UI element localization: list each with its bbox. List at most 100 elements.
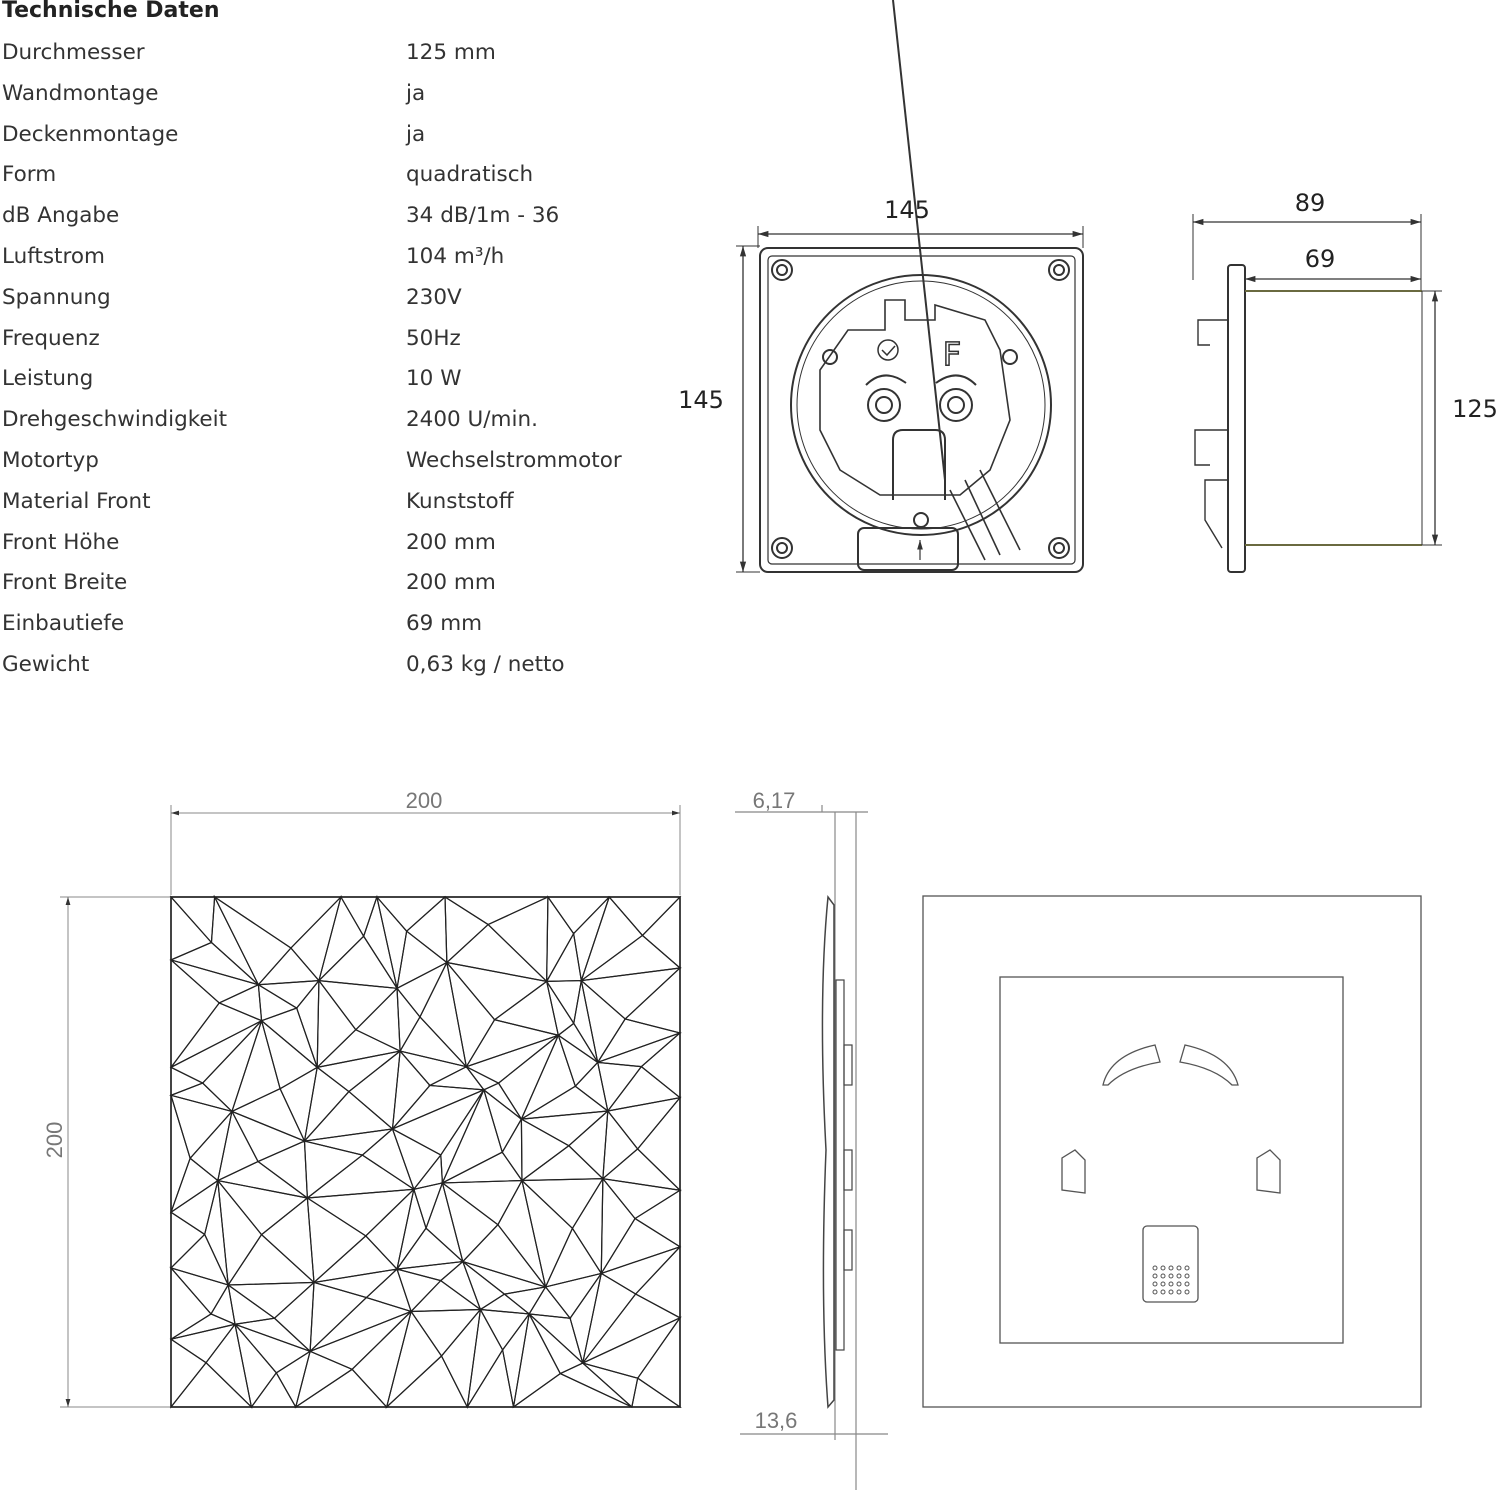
crystal-facet	[580, 1316, 682, 1379]
crystal-facet	[528, 1285, 572, 1319]
vent-hole	[1152, 1265, 1158, 1271]
vent-hole	[1184, 1281, 1190, 1287]
crystal-facet	[216, 1109, 259, 1182]
crystal-facet	[545, 931, 583, 983]
spec-value: 200 mm	[406, 570, 496, 596]
crystal-facet	[440, 1307, 482, 1409]
motor-housing	[790, 274, 1052, 536]
crystal-facet	[557, 1022, 599, 1063]
crystal-facet	[392, 1084, 485, 1130]
crystal-facet	[545, 979, 583, 1025]
vent-hole	[1160, 1273, 1166, 1279]
total-depth-label: 89	[1295, 189, 1326, 217]
crystal-facet	[512, 1312, 562, 1409]
crystal-facet	[250, 1371, 297, 1408]
crystal-facet	[466, 1307, 504, 1408]
panel-width-label: 200	[406, 788, 443, 813]
crystal-facet	[256, 979, 321, 1009]
crystal-facet	[580, 978, 626, 1064]
crystal-facet	[316, 978, 357, 1069]
crystal-facet	[441, 1088, 503, 1185]
crystal-facet	[361, 1127, 415, 1191]
spec-label: Form	[2, 162, 57, 188]
crystal-facet	[391, 1127, 442, 1191]
install-depth-label: 69	[1305, 245, 1336, 273]
crystal-facet	[571, 1176, 604, 1276]
crystal-facet	[501, 1116, 523, 1183]
spec-value: 104 m³/h	[406, 244, 505, 269]
panel-height-label: 200	[42, 1122, 67, 1159]
crystal-facet	[306, 1196, 367, 1284]
crystal-facet	[170, 1066, 205, 1097]
spec-label: dB Angabe	[2, 203, 120, 229]
crystal-facet	[607, 896, 682, 937]
crystal-facet	[573, 980, 599, 1063]
crystal-facet	[230, 1018, 281, 1113]
crystal-facet	[409, 1279, 483, 1313]
crystal-facet	[339, 896, 378, 938]
panel-thickness-bottom-label: 13,6	[755, 1408, 798, 1433]
vent-hole	[1160, 1265, 1166, 1271]
crystal-facet	[631, 1377, 682, 1408]
crystal-facet	[260, 1019, 319, 1090]
crystal-pattern-panel	[169, 894, 683, 1409]
crystal-facet	[305, 1154, 416, 1199]
spec-value: ja	[406, 80, 426, 106]
crystal-facet	[376, 896, 408, 989]
crystal-facet	[385, 1310, 443, 1409]
crystal-facet	[227, 1233, 316, 1286]
crystal-facet	[567, 1109, 609, 1180]
crystal-facet	[256, 947, 321, 986]
spec-value: 69 mm	[406, 611, 483, 637]
crystal-facet	[315, 1050, 401, 1093]
crystal-facet	[600, 1177, 636, 1276]
crystal-facet	[558, 1362, 633, 1408]
crystal-facet	[391, 1049, 431, 1131]
crystal-facet	[599, 1217, 682, 1275]
spec-value: 230V	[406, 284, 462, 310]
side-flange	[1227, 264, 1246, 573]
clock-icon	[877, 339, 899, 361]
crystal-facet	[313, 1268, 399, 1299]
crystal-facet	[636, 1096, 681, 1192]
fan-plate	[759, 247, 1084, 573]
fan-width-label: 145	[884, 196, 930, 224]
spec-value: 125 mm	[406, 40, 496, 65]
crystal-facet	[511, 1372, 633, 1408]
crystal-facet	[170, 1211, 206, 1270]
crystal-facet	[634, 1245, 681, 1319]
spec-label: Front Höhe	[2, 529, 120, 555]
crystal-facet	[260, 1196, 315, 1284]
crystal-facet	[396, 986, 421, 1054]
crystal-facet	[201, 1020, 263, 1113]
spec-label: Material Front	[2, 488, 151, 514]
crystal-facet	[557, 1033, 599, 1088]
vent-hole	[1184, 1289, 1190, 1295]
crystal-facet	[347, 1049, 401, 1131]
fan-side-view	[1192, 214, 1442, 573]
crystal-facet	[596, 1061, 643, 1113]
crystal-facet	[275, 1349, 312, 1409]
crystal-facet	[309, 1296, 413, 1352]
crystal-facet	[375, 896, 447, 933]
crystal-facet	[170, 1338, 207, 1409]
crystal-facet	[479, 1308, 531, 1352]
crystal-facet	[546, 981, 575, 1037]
spec-label: Leistung	[2, 366, 94, 392]
spec-label: Deckenmontage	[2, 121, 179, 147]
fan-mark-label: F	[943, 335, 961, 373]
crystal-facet	[189, 1109, 233, 1182]
crystal-facet	[257, 983, 299, 1022]
crystal-facet	[582, 1272, 637, 1364]
crystal-facet	[234, 1317, 311, 1352]
vent-hole	[1176, 1273, 1182, 1279]
crystal-facet	[233, 1322, 312, 1374]
crystal-facet	[520, 1178, 604, 1230]
crystal-facet	[520, 1033, 577, 1121]
crystal-facet	[293, 1368, 389, 1408]
crystal-facet	[546, 895, 575, 982]
vent-hole	[1176, 1289, 1182, 1295]
crystal-facet	[596, 1018, 683, 1064]
crystal-facet	[544, 1227, 603, 1288]
